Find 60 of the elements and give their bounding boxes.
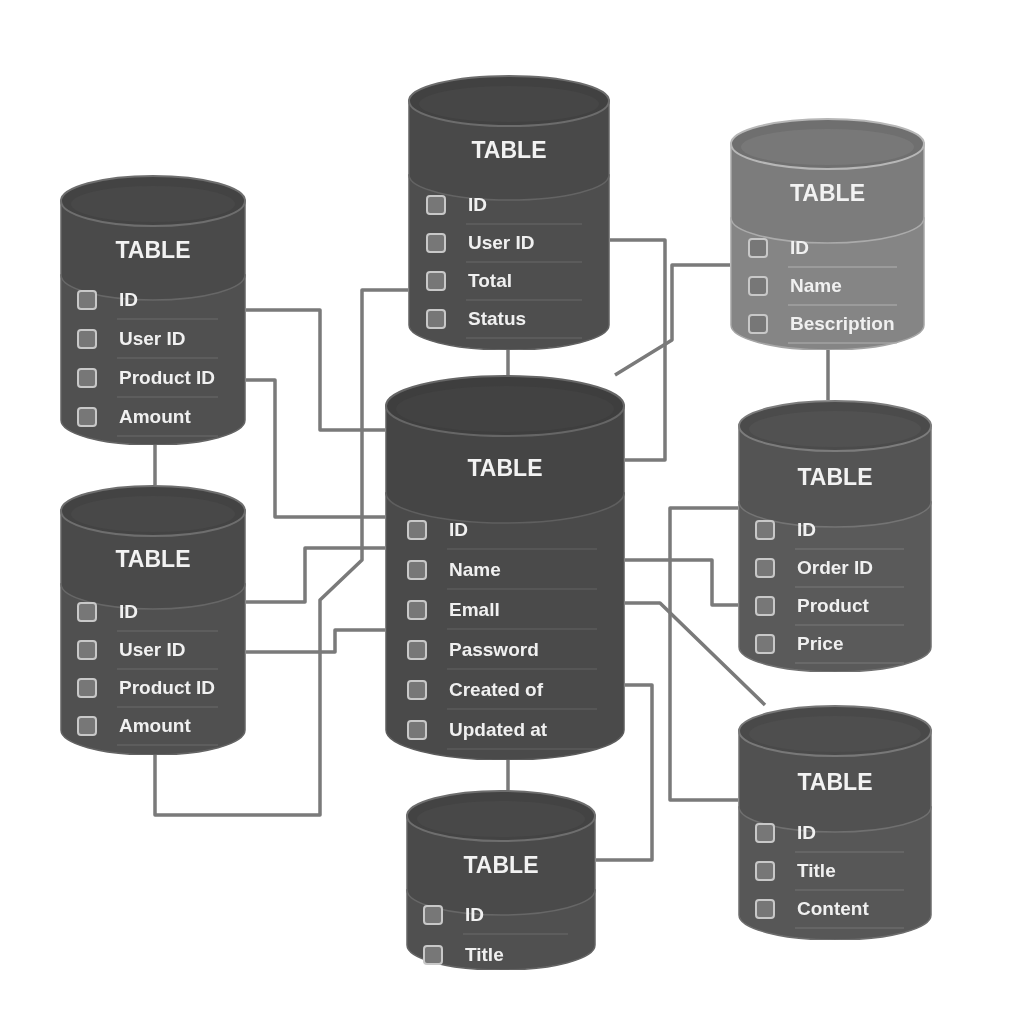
connector-line	[153, 445, 157, 485]
connector-line	[668, 506, 738, 802]
connector-line	[506, 760, 510, 790]
table-heading: TABLE	[115, 545, 191, 573]
field-name: Name	[790, 275, 842, 297]
connector-line	[625, 601, 767, 707]
table-heading: TABLE	[115, 236, 191, 264]
table-cylinder	[738, 400, 932, 672]
table-cylinder	[738, 705, 932, 940]
connector-line	[246, 308, 385, 432]
connector-line	[625, 558, 738, 607]
field-name: Bescription	[790, 313, 895, 335]
field-name: Order ID	[797, 557, 874, 579]
field-name: Title	[797, 860, 836, 882]
table-heading: TABLE	[463, 851, 539, 879]
field-name: Product ID	[119, 677, 216, 699]
field-name: Updated at	[449, 719, 548, 741]
connector-line	[596, 683, 654, 862]
field-name: Product ID	[119, 367, 216, 389]
connector-line	[614, 263, 730, 377]
field-name: User ID	[119, 639, 186, 661]
table-heading: TABLE	[467, 454, 543, 482]
field-name: Price	[797, 633, 844, 655]
table-cylinder	[730, 118, 925, 350]
connector-line	[246, 378, 385, 519]
field-name: Product	[797, 595, 869, 617]
table-cylinder	[406, 790, 596, 970]
field-name: ID	[797, 519, 816, 541]
field-name: Emall	[449, 599, 500, 621]
connector-line	[826, 350, 830, 400]
field-name: User ID	[119, 328, 186, 350]
field-name: Total	[468, 270, 512, 292]
field-name: Amount	[119, 715, 191, 737]
field-name: ID	[119, 289, 138, 311]
table-cylinder	[60, 175, 246, 445]
field-name: ID	[797, 822, 816, 844]
connector-line	[610, 238, 667, 462]
table-cylinder	[385, 375, 625, 760]
field-name: ID	[790, 237, 809, 259]
table-heading: TABLE	[471, 136, 547, 164]
field-name: ID	[119, 601, 138, 623]
field-name: Content	[797, 898, 869, 920]
field-name: ID	[465, 904, 484, 926]
field-name: Amount	[119, 406, 191, 428]
field-name: Name	[449, 559, 501, 581]
field-name: ID	[468, 194, 487, 216]
table-cylinder	[60, 485, 246, 755]
field-name: User ID	[468, 232, 535, 254]
field-name: Created of	[449, 679, 543, 701]
table-heading: TABLE	[797, 768, 873, 796]
field-name: Title	[465, 944, 504, 966]
connector-line	[246, 628, 385, 654]
field-name: ID	[449, 519, 468, 541]
connector-line	[153, 288, 408, 817]
table-heading: TABLE	[790, 179, 865, 207]
field-name: Status	[468, 308, 527, 330]
table-cylinder	[408, 75, 610, 350]
table-heading: TABLE	[797, 463, 873, 491]
connector-line	[506, 350, 510, 375]
field-name: Password	[449, 639, 539, 661]
